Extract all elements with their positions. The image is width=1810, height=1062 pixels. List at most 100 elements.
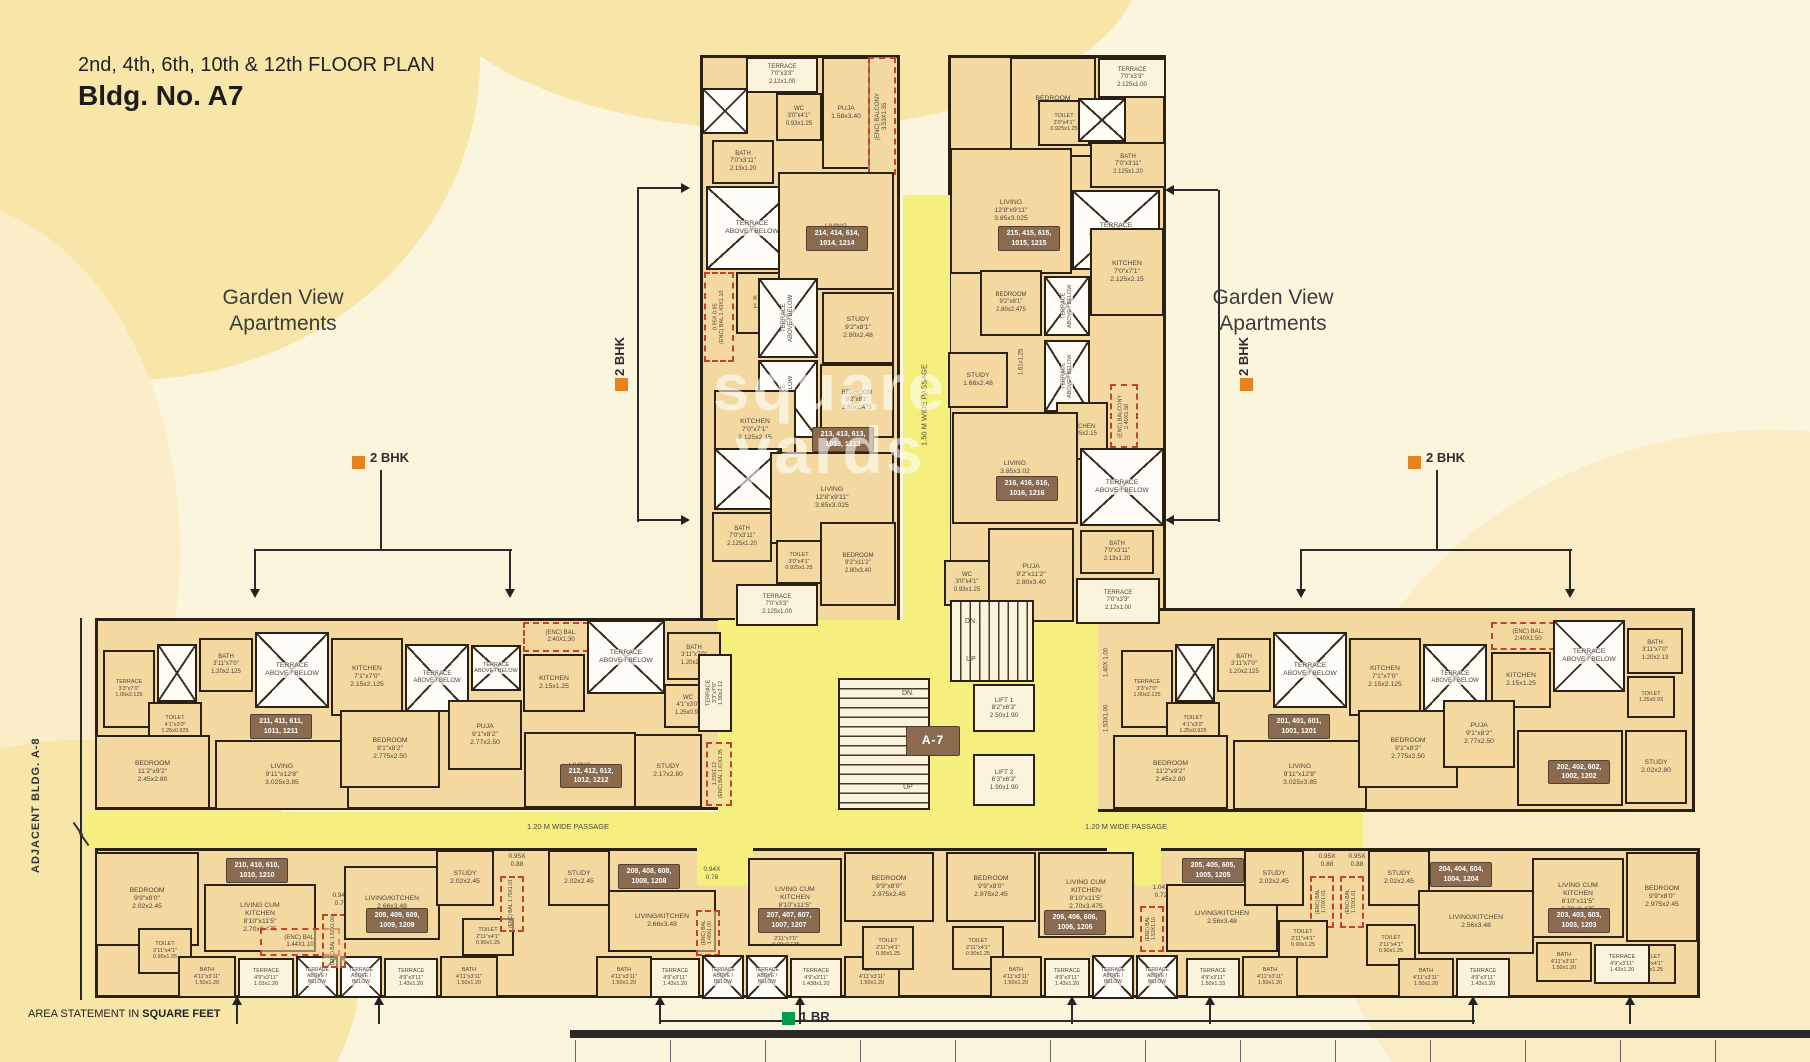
badge-201-line: 1001, 1201 <box>1281 727 1317 735</box>
table-tick <box>1145 1040 1146 1062</box>
u206-bed-line: 9'9"x8'0" <box>978 882 1004 890</box>
core-lift2-line: 6'3"x6'3" <box>991 776 1017 784</box>
badge-213-line: 1013, 1213 <box>825 440 861 448</box>
u212-kitchen-line: 2.15x1.25 <box>539 683 569 690</box>
u211-terab1-line: ABOVE / BELOW <box>265 670 319 679</box>
pass-v: 1.50 M WIDE PASSAGE <box>916 330 934 480</box>
u211-kitchen-line: KITCHEN <box>352 664 382 672</box>
u209-toilet-line: 2'11"x4'1" <box>476 933 500 940</box>
badge-a7: A-7 <box>906 726 960 756</box>
u207-bed-line: BEDROOM <box>871 874 907 882</box>
badge-212-line: 212, 412, 612, <box>568 767 614 775</box>
table-tick <box>1050 1040 1051 1062</box>
u212-puja-line: PUJA <box>476 722 494 730</box>
u201-lblv2-line: 1.53X1.00 <box>1103 704 1110 732</box>
direction-arrow <box>681 515 690 525</box>
u203-lk-line: LIVING CUM <box>1558 881 1598 889</box>
u201-bath-line: 3'11"x7'0" <box>1231 661 1257 668</box>
u216-kitchen-line: 0.925x2.15 <box>1067 431 1097 437</box>
u210-xb2-line: TERRACE <box>349 967 373 975</box>
u212-puja-line: 9'1"x8'2" <box>472 730 498 738</box>
u210-lbl-line: 0.72 <box>334 900 348 907</box>
legend-2bhk-top-left: 2 BHK <box>612 336 627 376</box>
u207-lk-line: 8'10"x11'5" <box>778 902 812 909</box>
u213-toilet-line: TOILET <box>789 552 809 559</box>
u211-living-line: 9'11"x12'8" <box>265 770 299 778</box>
plan-line <box>380 470 382 549</box>
u204-terrace-line: TERRACE <box>1469 968 1497 975</box>
u214-terab-line: TERRACE <box>735 219 769 228</box>
garden-view-line1: Garden View <box>1212 286 1334 309</box>
direction-arrow <box>637 187 681 189</box>
direction-arrow <box>795 996 805 1005</box>
u214-encbalcony-line: 3.53X1.35 <box>882 102 888 130</box>
u207-lk-line: KITCHEN <box>780 893 810 901</box>
u215-terabv-line: ABOVE / BELOW <box>1067 284 1074 328</box>
u202-kitchen-line: 2.15x1.25 <box>1506 680 1536 687</box>
u211-bed1-line: 2.45x2.80 <box>137 776 168 783</box>
direction-arrow <box>1174 519 1218 521</box>
u206-bath-line: 4'11"x3'11" <box>1002 973 1030 980</box>
badge-204: 204, 404, 604,1004, 1204 <box>1430 862 1492 887</box>
direction-arrow <box>254 549 256 589</box>
u205-bath-line: BATH <box>1262 967 1278 974</box>
u203-toilet-line: TOILET <box>1641 954 1661 961</box>
u204-toilet-line: 0.90x1.25 <box>1378 948 1404 955</box>
badge-204-line: 1004, 1204 <box>1443 875 1479 883</box>
u211-terab1-line: TERRACE <box>275 661 309 670</box>
u206-lk-line: LIVING CUM <box>1066 878 1106 886</box>
u213-living-line: LIVING <box>820 485 844 493</box>
badge-205: 205, 405, 605,1005, 1205 <box>1182 858 1244 883</box>
u202-study-line: 2.02x2.80 <box>1641 767 1671 774</box>
table-tick <box>1240 1040 1241 1062</box>
u213-bed2-line: 9'2"x11'2" <box>845 560 871 567</box>
direction-arrow <box>1205 996 1215 1005</box>
u212-bath-line: 3'11"x7'0" <box>681 652 707 659</box>
u208-xb1-line: ABOVE / BELOW <box>704 973 742 986</box>
direction-arrow <box>655 996 665 1005</box>
u207-bed-line: 9'9"x8'0" <box>876 882 902 890</box>
u209-study-line: 2.02x2.45 <box>450 878 480 885</box>
u202-encbal: (ENC) BAL.2:40X1:50 <box>1491 622 1565 650</box>
u208-terrace-line: 1.43x1.20 <box>662 981 688 988</box>
u205-xb2-line: ABOVE / BELOW <box>1138 973 1176 986</box>
u202-puja-line: 9'1"x8'2" <box>1466 729 1492 737</box>
u216-wc-line: WC <box>962 572 972 579</box>
badge-206-line: 206, 406, 606, <box>1052 914 1098 922</box>
u212-wc-line: WC <box>683 695 693 702</box>
table-tick <box>575 1040 576 1062</box>
plan-line <box>660 1020 1475 1022</box>
u211-terrace-l-line: TERRACE <box>115 679 143 686</box>
u212-kitchen-line: KITCHEN <box>539 674 569 682</box>
u201-terab1-line: ABOVE / BELOW <box>1283 670 1337 679</box>
u201-kitchen-line: KITCHEN <box>1370 664 1400 672</box>
u205-toilet-line: 0.90x1.25 <box>1290 942 1316 949</box>
u205-lbl-line: 0.72 <box>1154 892 1168 899</box>
u207-lk-line: LIVING CUM <box>775 885 815 893</box>
u206-lk-line: 8'10"x11'5" <box>1069 895 1103 902</box>
u213-kitchen-line: 7'0"x7'1" <box>742 425 768 433</box>
core-dn1: DN. <box>894 688 922 700</box>
badge-203-line: 1003, 1203 <box>1561 921 1597 929</box>
badge-205-line: 1005, 1205 <box>1195 871 1231 879</box>
u201-kitchen-line: 2.15x2.125 <box>1368 681 1402 688</box>
u216-study-line: STUDY <box>966 371 990 379</box>
badge-202: 202, 402, 602,1002, 1202 <box>1548 760 1610 784</box>
u213-bath-line: 2.125x1.20 <box>727 540 757 547</box>
u212-wc-line: 1.25x0.93 <box>674 709 702 716</box>
u211-terab2-line: TERRACE <box>422 670 452 678</box>
u215-terab-line: TERRACE <box>1099 221 1133 230</box>
u205-lbl-line: 1.04X <box>1152 884 1170 892</box>
u215-kitchen-line: 2.125x2.15 <box>1110 276 1144 283</box>
u212-terab-m-line: TERRACE <box>609 648 643 657</box>
direction-arrow <box>505 589 515 598</box>
u202-bath-line: BATH <box>1647 640 1663 647</box>
